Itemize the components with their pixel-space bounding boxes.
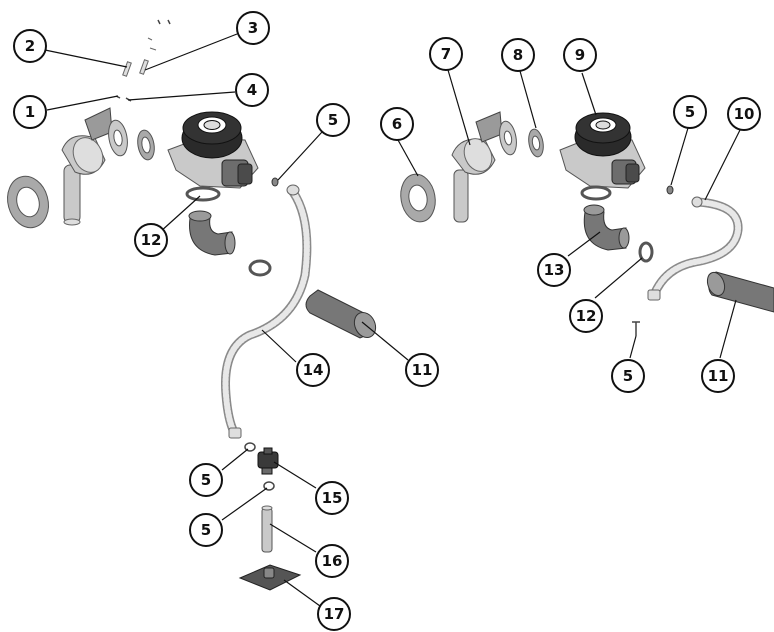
svg-text:12: 12 [141,231,162,249]
flexible-exhaust-hose [221,184,312,439]
svg-text:11: 11 [412,361,433,379]
seal-pin [632,321,640,336]
insulation-sleeve [305,289,377,339]
callout-11: 11 [405,353,439,387]
svg-text:15: 15 [322,489,343,507]
callout-15: 15 [315,481,349,515]
burner-elbow-housing [61,107,128,226]
flange-gasket-large [7,175,49,229]
callouts: 1 2 3 4 5 12 14 11 5 15 5 16 17 6 7 8 9 … [13,11,761,631]
svg-text:3: 3 [248,19,258,37]
blower-fan-motor [559,112,646,189]
callout-8: 8 [501,38,535,72]
callout-9: 9 [563,38,597,72]
mounting-plate [238,564,302,591]
callout-1: 1 [13,95,47,129]
hose-clamp [185,186,221,202]
svg-text:11: 11 [708,367,729,385]
callout-5: 5 [611,359,645,393]
callout-12: 12 [569,299,603,333]
left-assembly [7,19,377,591]
callout-11: 11 [701,359,735,393]
callout-5: 5 [189,513,223,547]
insulation-sleeve [706,271,774,313]
flexible-exhaust-hose [647,196,743,301]
callout-4: 4 [235,73,269,107]
flange-gasket-small [137,129,155,161]
svg-text:8: 8 [513,46,523,64]
svg-text:14: 14 [303,361,324,379]
svg-text:2: 2 [25,37,35,55]
svg-text:17: 17 [324,605,345,623]
fuel-connector-valve [257,447,279,475]
callout-14: 14 [296,353,330,387]
callout-16: 16 [315,544,349,578]
svg-text:5: 5 [201,521,211,539]
svg-text:7: 7 [441,45,451,63]
flange-gasket-large [400,173,436,223]
rubber-elbow-pipe [188,210,236,256]
screw-parts-top [115,19,171,102]
svg-text:1: 1 [25,103,35,121]
svg-text:5: 5 [685,103,695,121]
svg-text:12: 12 [576,307,597,325]
small-hose-clamp [248,259,272,277]
callout-7: 7 [429,37,463,71]
small-hose-clamp [638,241,654,263]
callout-12: 12 [134,223,168,257]
svg-text:13: 13 [544,261,565,279]
callout-5: 5 [316,103,350,137]
svg-text:5: 5 [623,367,633,385]
burner-elbow-housing [451,111,517,223]
svg-text:5: 5 [201,471,211,489]
blower-fan-motor [167,111,259,189]
callout-5: 5 [673,95,707,129]
right-assembly [400,111,774,336]
callout-6: 6 [380,107,414,141]
svg-text:6: 6 [392,115,402,133]
callout-2: 2 [13,29,47,63]
flange-gasket-small [528,128,544,158]
svg-text:16: 16 [322,552,343,570]
seal-ring [666,185,674,195]
svg-text:5: 5 [328,111,338,129]
seal-ring [271,177,279,187]
callout-17: 17 [317,597,351,631]
rubber-elbow-pipe [583,204,630,251]
callout-10: 10 [727,97,761,131]
leader-lines [44,33,741,607]
svg-text:4: 4 [247,81,257,99]
exhaust-pipe-short [261,505,273,553]
svg-text:9: 9 [575,46,585,64]
svg-text:10: 10 [734,105,755,123]
callout-5: 5 [189,463,223,497]
callout-13: 13 [537,253,571,287]
callout-3: 3 [236,11,270,45]
hose-clamp [580,185,612,201]
